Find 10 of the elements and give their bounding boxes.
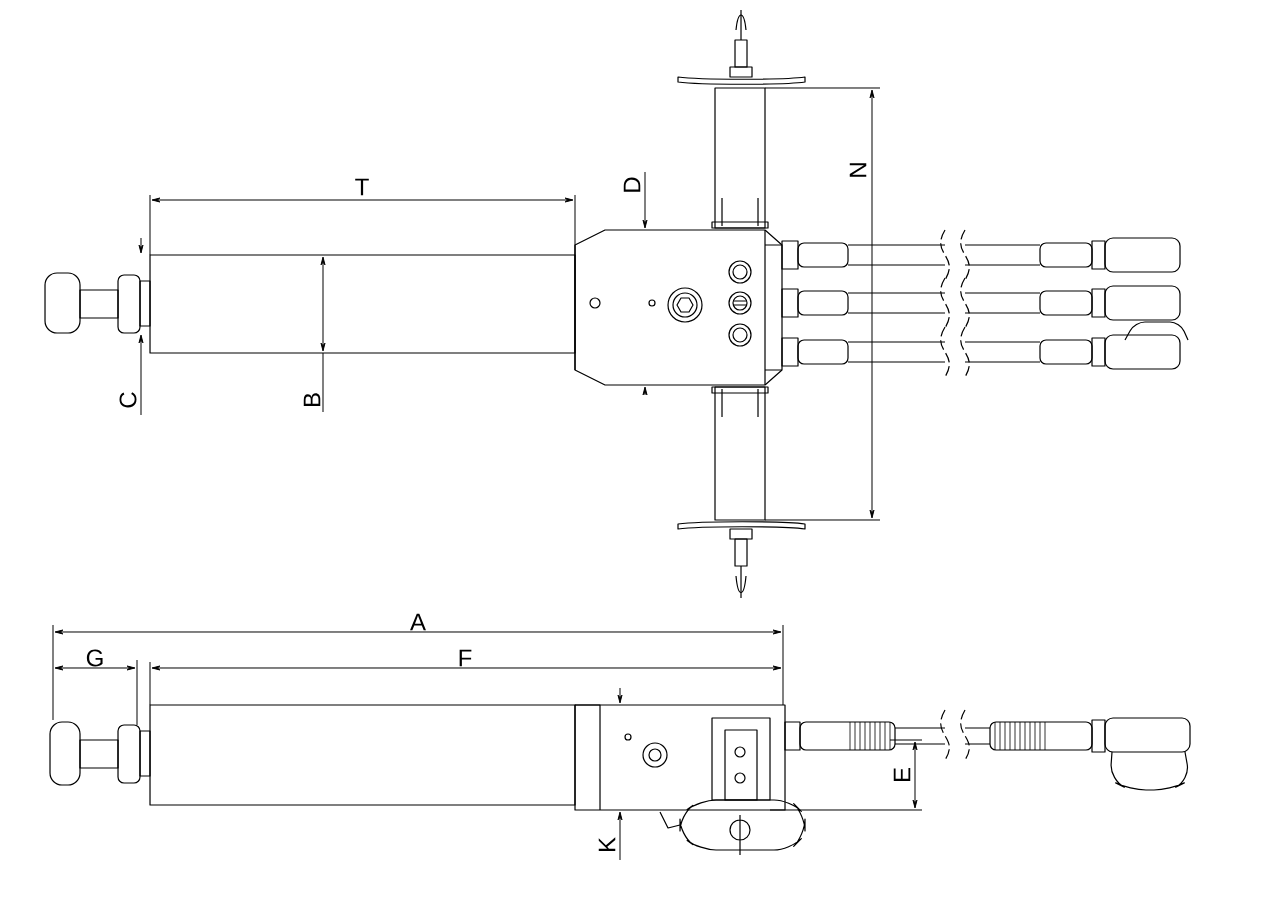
dimension-label: G bbox=[86, 649, 103, 667]
dimension-label: C bbox=[119, 392, 137, 408]
dimension-label: T bbox=[355, 178, 369, 196]
dimension-label: K bbox=[598, 837, 616, 852]
dimension-label: E bbox=[893, 768, 911, 781]
dimension-label: N bbox=[849, 163, 867, 177]
dimension-label: F bbox=[459, 649, 472, 667]
dimension-label: B bbox=[303, 393, 321, 407]
dimension-label: A bbox=[410, 613, 426, 631]
dimension-label: D bbox=[623, 177, 641, 192]
